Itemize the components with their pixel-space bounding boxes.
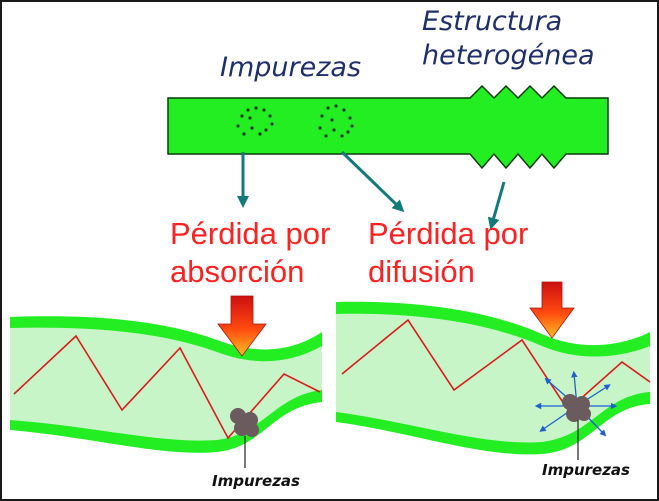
label-perdida-difusion-2: difusión — [368, 254, 475, 289]
label-impurezas-left: Impurezas — [212, 472, 300, 490]
label-perdida-absorcion-2: absorción — [170, 254, 305, 289]
right-impurity-blob — [562, 394, 591, 422]
label-perdida-difusion-1: Pérdida por — [368, 216, 529, 251]
label-heterogenea: heterogénea — [422, 40, 595, 71]
impurity-cluster-1 — [236, 106, 274, 136]
label-perdida-absorcion-1: Pérdida por — [170, 216, 331, 251]
impurity-cluster-2 — [318, 104, 354, 138]
label-estructura: Estructura — [422, 6, 563, 37]
left-impurity-blob — [230, 408, 259, 437]
arrow-impurity-to-diffusion — [340, 150, 405, 213]
right-curved-fiber — [336, 301, 651, 460]
left-curved-fiber — [10, 316, 322, 468]
arrow-structure-to-diffusion — [487, 181, 506, 230]
pointer-arrows — [237, 150, 506, 230]
left-loss-arrow-icon — [217, 295, 267, 357]
label-impurezas-right: Impurezas — [542, 461, 630, 479]
top-fiber-body — [167, 84, 609, 170]
left-light-ray — [13, 334, 321, 440]
top-fiber — [167, 84, 609, 170]
right-loss-arrow-icon — [529, 281, 575, 339]
label-impurezas-top: Impurezas — [220, 52, 362, 83]
right-light-ray — [341, 318, 651, 412]
